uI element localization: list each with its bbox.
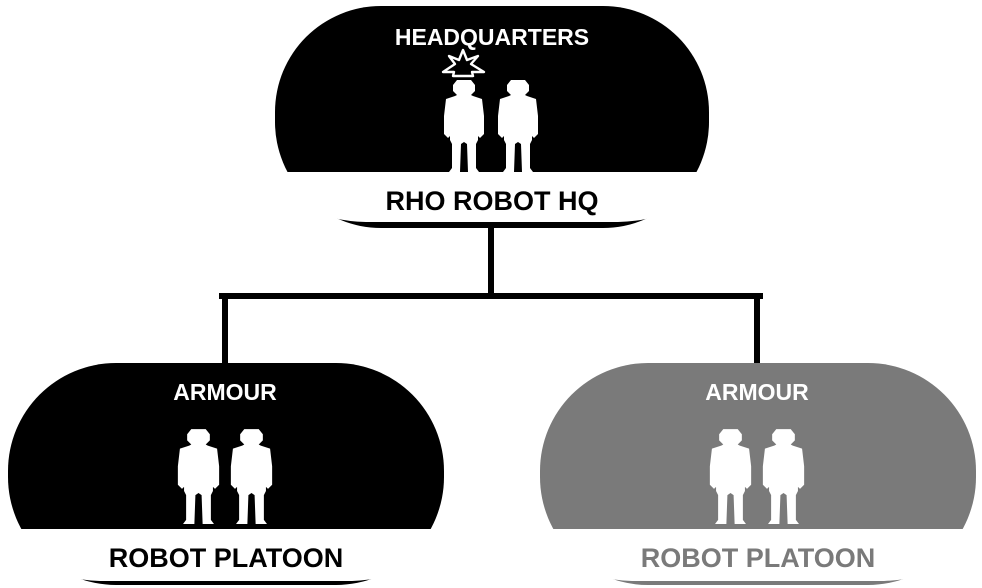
- unit-armour-right-name-band: [552, 529, 964, 581]
- command-star-icon: [441, 48, 486, 78]
- unit-armour-right-type-label: ARMOUR: [705, 379, 809, 405]
- unit-armour-right: ARMOUR ROBOT PLATOON: [540, 363, 976, 585]
- unit-hq-type-label: HEADQUARTERS: [395, 24, 589, 50]
- unit-hq-name: RHO ROBOT HQ: [386, 186, 599, 216]
- unit-armour-left-name: ROBOT PLATOON: [109, 543, 344, 573]
- unit-armour-left-type-label: ARMOUR: [173, 379, 277, 405]
- unit-armour-left: ARMOUR ROBOT PLATOON: [8, 363, 444, 585]
- unit-hq-name-band: [287, 172, 697, 222]
- unit-armour-left-name-band: [20, 529, 432, 581]
- unit-headquarters: HEADQUARTERS RHO ROBOT HQ: [275, 6, 709, 228]
- connector-lines: [219, 228, 763, 366]
- unit-armour-right-name: ROBOT PLATOON: [641, 543, 876, 573]
